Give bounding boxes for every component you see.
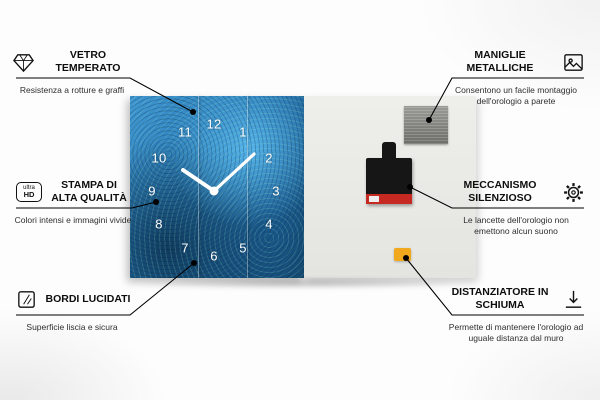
glass-panel-divider bbox=[246, 96, 248, 278]
spacer-arrow-icon bbox=[560, 286, 586, 312]
clock-front-face: 12 1 2 3 4 5 6 7 8 9 10 11 bbox=[130, 96, 305, 278]
callout-title: MECCANISMO SILENZIOSO bbox=[463, 179, 537, 204]
callout-title: DISTANZIATORE IN SCHIUMA bbox=[451, 286, 549, 311]
callout-meccanismo-silenzioso: MECCANISMO SILENZIOSO bbox=[446, 176, 586, 238]
callout-subtitle: Colori intensi e immagini vivide bbox=[14, 215, 132, 225]
callout-distanziatore-schiuma: DISTANZIATORE IN SCHIUMA Permette di man… bbox=[446, 283, 586, 345]
clock-hands bbox=[181, 152, 256, 196]
glass-panel-divider bbox=[197, 96, 199, 278]
clock-number: 3 bbox=[272, 183, 280, 199]
diamond-icon bbox=[10, 49, 36, 75]
gear-icon bbox=[560, 179, 586, 205]
callout-subtitle: Le lancette dell'orologio non emettono a… bbox=[463, 215, 569, 237]
callout-title: BORDI LUCIDATI bbox=[45, 292, 131, 305]
minute-hand bbox=[212, 152, 256, 193]
callout-title: STAMPA DI ALTA QUALITÀ bbox=[51, 179, 127, 204]
mechanism-label bbox=[369, 196, 379, 202]
foam-spacer bbox=[394, 248, 411, 261]
clock-number: 8 bbox=[155, 216, 163, 232]
picture-frame-icon bbox=[560, 49, 586, 75]
clock-number: 4 bbox=[265, 216, 273, 232]
clock-number: 1 bbox=[239, 124, 247, 140]
hour-hand bbox=[181, 168, 216, 193]
ultra-hd-icon: ultra HD bbox=[16, 179, 42, 205]
polished-surface-icon bbox=[14, 286, 40, 312]
callout-stampa-alta-qualita: ultra HD STAMPA DI ALTA QUALITÀ Colori i… bbox=[8, 176, 138, 226]
clock-number: 9 bbox=[148, 183, 156, 199]
clock-number: 2 bbox=[265, 150, 273, 166]
clock-number: 5 bbox=[239, 240, 247, 256]
clock-center-cap bbox=[209, 186, 219, 196]
callout-subtitle: Superficie liscia e sicura bbox=[26, 322, 118, 332]
callout-bordi-lucidati: BORDI LUCIDATI Superficie liscia e sicur… bbox=[10, 283, 134, 333]
clock-mechanism bbox=[366, 158, 412, 204]
mechanism-battery bbox=[366, 194, 412, 204]
clock-number: 10 bbox=[151, 150, 167, 166]
callout-title: VETRO TEMPERATO bbox=[55, 49, 121, 74]
clock-number: 11 bbox=[177, 124, 193, 140]
ultra-hd-icon-text-top: ultra bbox=[23, 185, 35, 192]
callout-subtitle: Permette di mantenere l'orologio ad ugua… bbox=[448, 322, 584, 344]
callout-title: MANIGLIE METALLICHE bbox=[466, 49, 534, 74]
metal-mounting-plate bbox=[404, 106, 448, 144]
clock-number: 12 bbox=[206, 116, 222, 132]
drop-shadow bbox=[126, 277, 480, 289]
callout-maniglie-metalliche: MANIGLIE METALLICHE Consentono un facile… bbox=[446, 46, 586, 108]
callout-subtitle: Consentono un facile montaggio dell'orol… bbox=[455, 85, 577, 107]
hanger-tab bbox=[382, 142, 396, 160]
ultra-hd-icon-text-bottom: HD bbox=[23, 190, 35, 200]
callout-subtitle: Resistenza a rotture e graffi bbox=[19, 85, 125, 95]
clock-number: 6 bbox=[210, 248, 218, 264]
callout-vetro-temperato: VETRO TEMPERATO Resistenza a rotture e g… bbox=[10, 46, 134, 96]
clock-number: 7 bbox=[181, 240, 189, 256]
